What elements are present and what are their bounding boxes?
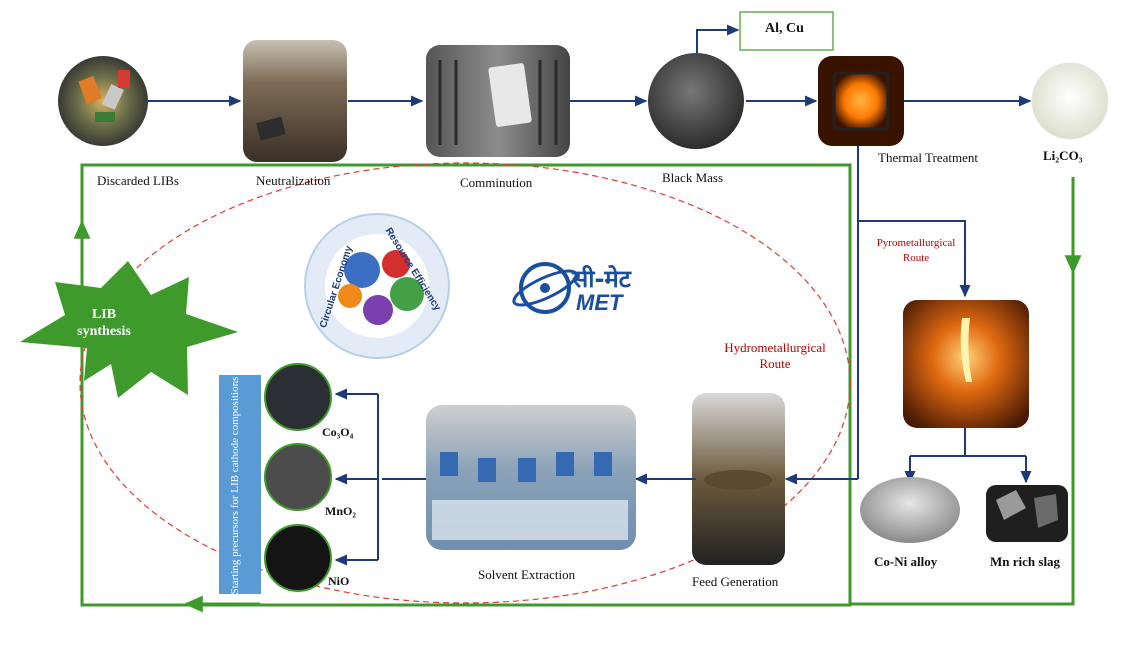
black-mass-label: Black Mass [662, 170, 724, 185]
precursor-label: Starting precursors for LIB cathode comp… [229, 376, 241, 595]
li2co3-label: Li₂CO₃ [1043, 148, 1083, 163]
shredder-battery [488, 63, 532, 127]
cmet-latin-text: MET [576, 290, 623, 315]
hydro-ellipse [79, 162, 851, 604]
loop-right-return [850, 177, 1075, 606]
slag-chunk [1034, 494, 1058, 528]
solvent-extraction-label: Solvent Extraction [478, 567, 576, 582]
circular-economy-logo [304, 213, 450, 359]
pyro-route-label: Pyrometallurgical Route [876, 237, 956, 264]
neutralization-image [243, 40, 347, 162]
neutralization-label: Neutralization [256, 173, 331, 188]
alcu-box [739, 11, 834, 51]
precursor-bar [219, 375, 261, 594]
co3o4-label: Co₃O₄ [322, 425, 354, 439]
mixer-stirrers [432, 452, 628, 540]
lib-synthesis-star [20, 261, 238, 398]
coni-alloy-image [860, 477, 960, 543]
cmet-logo [512, 262, 578, 314]
coni-alloy-label: Co-Ni alloy [874, 554, 938, 569]
thermal-treatment-label: Thermal Treatment [878, 150, 979, 165]
reactor-lid [704, 470, 772, 490]
feed-generation-label: Feed Generation [692, 574, 779, 589]
alcu-label: Al, Cu [765, 21, 804, 36]
slag-chunk [996, 490, 1026, 520]
neutralization-battery [256, 116, 286, 141]
li2co3-image [1031, 62, 1109, 140]
lib-synthesis-label: LIB synthesis [77, 307, 131, 339]
hydro-route-label: Hydrometallurgical Route [724, 340, 826, 371]
mno2-image [264, 443, 332, 511]
nio-image [264, 524, 332, 592]
shredder-teeth [438, 60, 558, 145]
molten-stream [960, 318, 972, 382]
discarded-libs-image [58, 56, 148, 146]
cmet-hindi-text: सी-मेट [572, 265, 631, 293]
co3o4-image [264, 363, 332, 431]
comminution-label: Comminution [460, 175, 533, 190]
discarded-libs-details [78, 70, 130, 122]
black-mass-image [648, 53, 744, 149]
furnace-window [832, 71, 890, 131]
top-row-arrows [148, 24, 1032, 107]
nio-label: NiO [328, 574, 350, 588]
mn-slag-label: Mn rich slag [990, 554, 1061, 569]
mno2-label: MnO₂ [325, 504, 356, 518]
discarded-libs-label: Discarded LIBs [97, 173, 179, 188]
